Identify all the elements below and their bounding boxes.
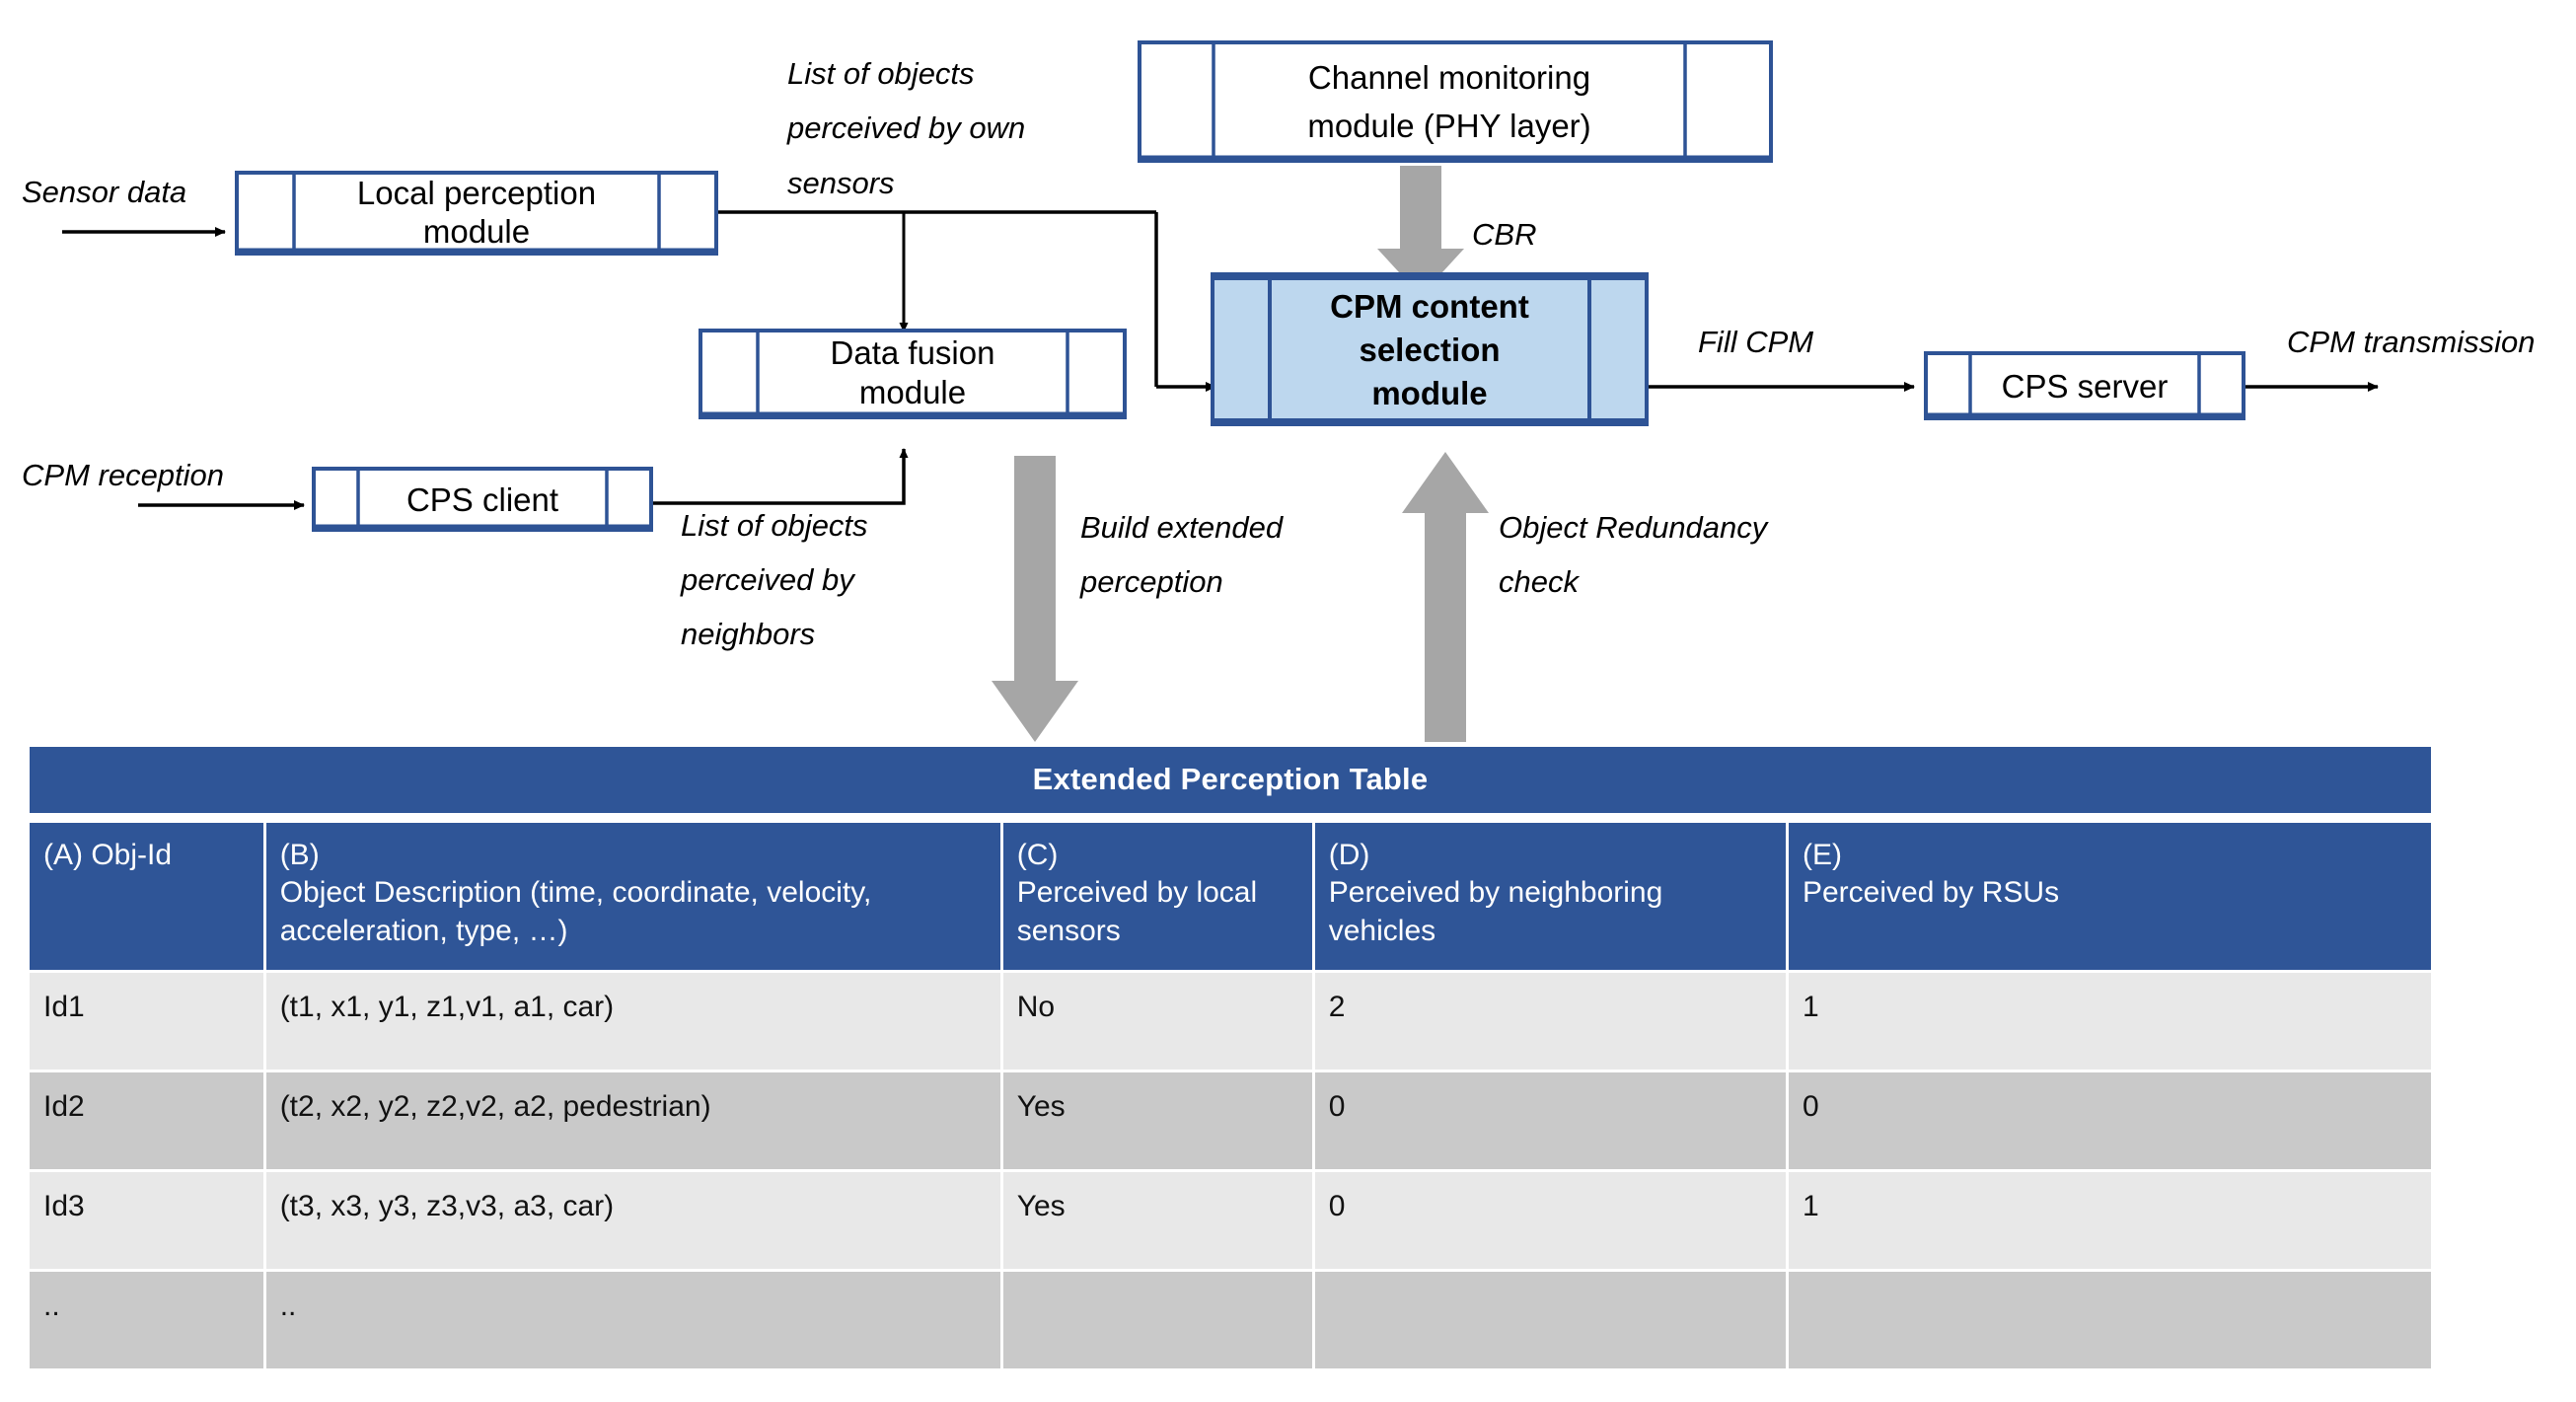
module-cpm-content-selection-label-1: CPM content — [1330, 288, 1529, 325]
column-header-b-tag: (B) — [279, 839, 320, 871]
architecture-diagram: Local perception module Data fusion modu… — [22, 40, 2536, 742]
table-title: Extended Perception Table — [30, 747, 2431, 813]
module-cpm-content-selection-label-3: module — [1371, 375, 1487, 411]
column-header-b: (B) Object Description (time, coordinate… — [262, 823, 1000, 971]
table-cell-c: Yes — [999, 1070, 1312, 1170]
module-data-fusion-label-2: module — [859, 374, 966, 410]
annotation-cbr: CBR — [1472, 217, 1536, 252]
module-cpm-content-selection-label-2: selection — [1359, 332, 1500, 368]
annotation-list-neighbors-2: perceived by — [680, 562, 856, 597]
column-header-b-desc: Object Description (time, coordinate, ve… — [279, 876, 872, 947]
column-header-d-desc: Perceived by neighboring vehicles — [1328, 876, 1663, 947]
connector-local-perception-out — [716, 210, 1216, 392]
annotation-cpm-transmission: CPM transmission — [2287, 325, 2536, 359]
thick-arrow-object-redundancy-check — [1402, 452, 1489, 742]
annotation-object-redundancy-2: check — [1499, 564, 1580, 599]
column-header-a: (A) Obj-Id — [30, 823, 263, 971]
table-cell-d: 2 — [1311, 970, 1786, 1070]
table-cell-d — [1311, 1269, 1786, 1369]
module-cps-server-label: CPS server — [2002, 368, 2169, 405]
module-local-perception[interactable]: Local perception module — [235, 171, 718, 256]
annotation-list-neighbors-3: neighbors — [681, 617, 815, 651]
table-cell-a: Id1 — [30, 970, 263, 1070]
table-cell-d: 0 — [1311, 1070, 1786, 1170]
thick-arrow-cbr — [1377, 166, 1464, 296]
table-cell-a: Id3 — [30, 1169, 263, 1270]
annotation-list-own-1: List of objects — [787, 56, 975, 91]
annotation-list-own-3: sensors — [787, 166, 895, 200]
column-header-e-desc: Perceived by RSUs — [1802, 876, 2060, 910]
column-header-c: (C) Perceived by local sensors — [999, 823, 1312, 971]
module-data-fusion[interactable]: Data fusion module — [699, 329, 1127, 419]
table-cell-e: 0 — [1785, 1070, 2431, 1170]
annotation-list-own-2: perceived by own — [786, 111, 1025, 145]
module-cps-client-label: CPS client — [406, 481, 558, 518]
module-channel-monitoring-label-2: module (PHY layer) — [1307, 108, 1590, 144]
module-cpm-content-selection[interactable]: CPM content selection module — [1211, 272, 1649, 426]
annotation-object-redundancy-1: Object Redundancy — [1499, 510, 1770, 545]
annotation-fill-cpm: Fill CPM — [1698, 325, 1813, 359]
annotation-build-extended-1: Build extended — [1080, 510, 1285, 545]
column-header-c-tag: (C) — [1016, 839, 1059, 871]
module-cps-client[interactable]: CPS client — [312, 467, 653, 532]
module-local-perception-label-1: Local perception — [357, 175, 596, 211]
table-row: .... — [30, 1269, 2431, 1369]
table-cell-c: No — [999, 970, 1312, 1070]
table-cell-c: Yes — [999, 1169, 1312, 1270]
annotation-cpm-reception: CPM reception — [22, 458, 224, 492]
annotation-list-neighbors-1: List of objects — [681, 508, 868, 543]
table-cell-a: Id2 — [30, 1070, 263, 1170]
module-cps-server[interactable]: CPS server — [1924, 351, 2245, 420]
table-cell-b: .. — [262, 1269, 1000, 1369]
table-cell-b: (t3, x3, y3, z3,v3, a3, car) — [262, 1169, 1000, 1270]
table-cell-e: 1 — [1785, 1169, 2431, 1270]
column-header-e: (E) Perceived by RSUs — [1785, 823, 2431, 971]
module-channel-monitoring-label-1: Channel monitoring — [1308, 59, 1590, 96]
column-header-d: (D) Perceived by neighboring vehicles — [1311, 823, 1786, 971]
connector-cps-client-to-data-fusion — [651, 448, 909, 505]
column-header-a-tag: (A) Obj-Id — [43, 839, 173, 871]
column-header-d-tag: (D) — [1328, 839, 1370, 871]
table-cell-e — [1785, 1269, 2431, 1369]
table-cell-b: (t2, x2, y2, z2,v2, a2, pedestrian) — [262, 1070, 1000, 1170]
extended-perception-table: Extended Perception Table (A) Obj-Id (B)… — [30, 747, 2431, 1369]
table-title-spacer — [30, 813, 2431, 823]
table-cell-a: .. — [30, 1269, 263, 1369]
table-row: Id2(t2, x2, y2, z2,v2, a2, pedestrian)Ye… — [30, 1070, 2431, 1170]
table-cell-b: (t1, x1, y1, z1,v1, a1, car) — [262, 970, 1000, 1070]
table-cell-d: 0 — [1311, 1169, 1786, 1270]
table-header-row: (A) Obj-Id (B) Object Description (time,… — [30, 823, 2431, 971]
column-header-e-tag: (E) — [1802, 839, 1842, 871]
column-header-c-desc: Perceived by local sensors — [1016, 876, 1258, 947]
thick-arrow-build-extended-perception — [992, 456, 1078, 742]
annotation-sensor-data: Sensor data — [22, 175, 186, 209]
table-cell-e: 1 — [1785, 970, 2431, 1070]
module-local-perception-label-2: module — [423, 213, 530, 250]
module-channel-monitoring[interactable]: Channel monitoring module (PHY layer) — [1138, 40, 1773, 163]
annotation-build-extended-2: perception — [1079, 564, 1223, 599]
table-cell-c — [999, 1269, 1312, 1369]
module-data-fusion-label-1: Data fusion — [831, 334, 995, 371]
